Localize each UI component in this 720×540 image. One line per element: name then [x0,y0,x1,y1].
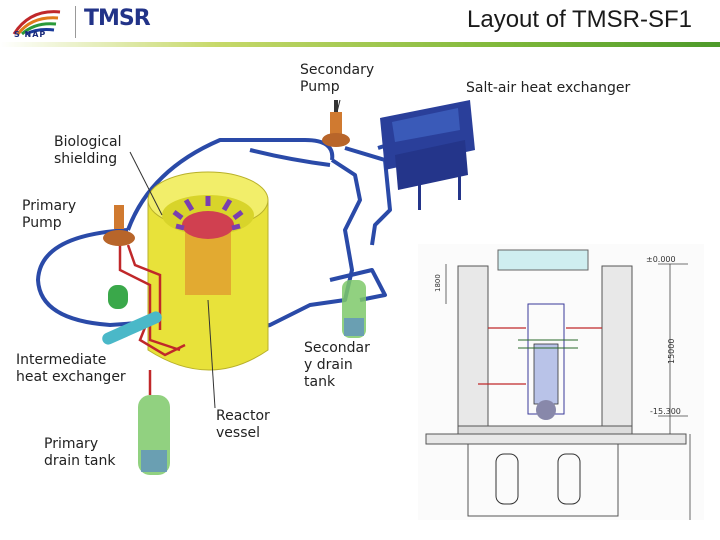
label-primary-drain-tank: Primary drain tank [44,436,116,469]
label-secondary-pump: Secondary Pump [300,62,375,95]
auxiliary-tank [108,285,128,309]
dim-top-label: ±0.000 [646,255,676,264]
dim-bottom-label: -15.300 [650,407,681,416]
leader-lines [129,99,341,409]
salt-air-heat-exchanger [380,100,475,210]
sinap-logo-icon [12,10,61,36]
label-biological-shielding: Biological shielding [54,134,122,167]
secondary-pump [322,100,350,147]
section-drawing-svg: ±0.000 -15.300 15000 1800 [418,244,704,520]
secondary-loop-piping [36,133,442,342]
reactor-vessel [172,196,244,295]
logo-divider [75,6,76,38]
page-title: Layout of TMSR-SF1 [467,6,692,33]
label-intermediate-heat-exchanger: Intermediate heat exchanger [16,352,126,385]
dim-height-label: 15000 [667,339,676,364]
intermediate-heat-exchanger [102,311,162,345]
section-drawing: ±0.000 -15.300 15000 1800 [418,244,704,520]
header-divider [0,42,720,47]
org-logo-text: S NAP [14,30,47,39]
primary-drain-tank [138,395,170,475]
brand-logo: TMSR [84,6,151,31]
label-secondary-drain-tank: Secondar y drain tank [304,340,370,390]
label-reactor-vessel: Reactor vessel [216,408,270,441]
primary-pump [103,205,135,246]
dim-small-label: 1800 [434,274,442,292]
label-salt-air-heat-exchanger: Salt-air heat exchanger [466,80,631,96]
secondary-drain-tank [342,280,366,338]
label-primary-pump: Primary Pump [22,198,77,231]
